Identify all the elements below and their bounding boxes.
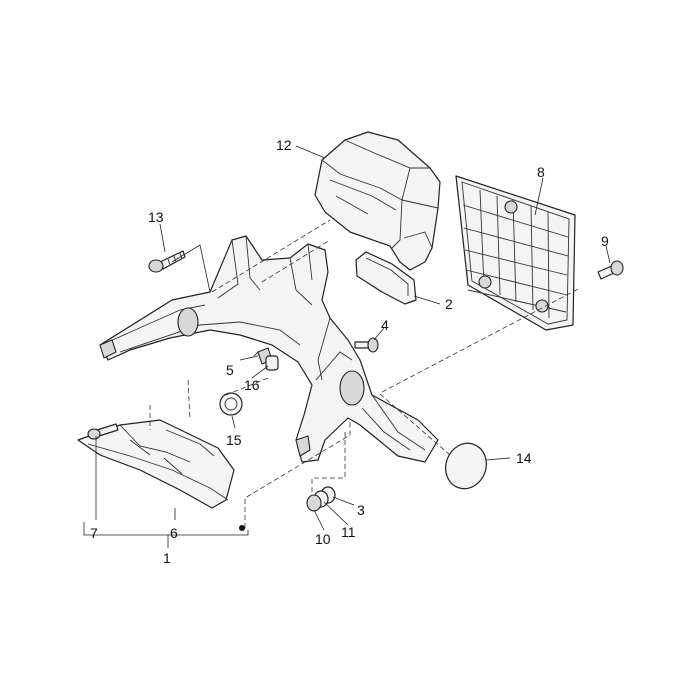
license-plate-holder [455,175,576,331]
callout-labels: 1 2 3 4 5 6 7 8 9 10 11 12 13 14 15 16 [90,137,609,566]
callout-1: 1 [163,550,171,566]
callout-12: 12 [276,137,292,153]
splash-guard [77,419,235,509]
rear-mudguard-support [99,235,439,463]
reflector-seat-icon [339,370,365,406]
callout-7: 7 [90,525,98,541]
callout-8: 8 [537,164,545,180]
callout-10: 10 [315,531,331,547]
callout-9: 9 [601,233,609,249]
screw-4 [354,337,379,353]
callout-2: 2 [445,296,453,312]
lens-gasket [355,251,417,305]
reflector-15 [219,392,243,416]
screw-13 [148,250,186,273]
reflector-14 [445,442,487,490]
grid-boss-icon [504,200,518,214]
callout-16: 16 [244,377,260,393]
junction-dot-icon [239,525,245,531]
washer-stack [306,486,336,512]
callout-6: 6 [170,525,178,541]
mounting-boss-icon [177,307,199,337]
callout-4: 4 [381,317,389,333]
bulb-16 [265,355,279,371]
grid-boss-icon [535,299,549,313]
callout-13: 13 [148,209,164,225]
screw-9 [597,260,624,280]
tail-light-housing [314,131,441,271]
callout-3: 3 [357,502,365,518]
grid-boss-icon [478,275,492,289]
callout-5: 5 [226,362,234,378]
callout-11: 11 [341,524,356,540]
callout-15: 15 [226,432,242,448]
callout-14: 14 [516,450,532,466]
leader-lines [83,145,611,548]
screw-7 [87,423,119,440]
